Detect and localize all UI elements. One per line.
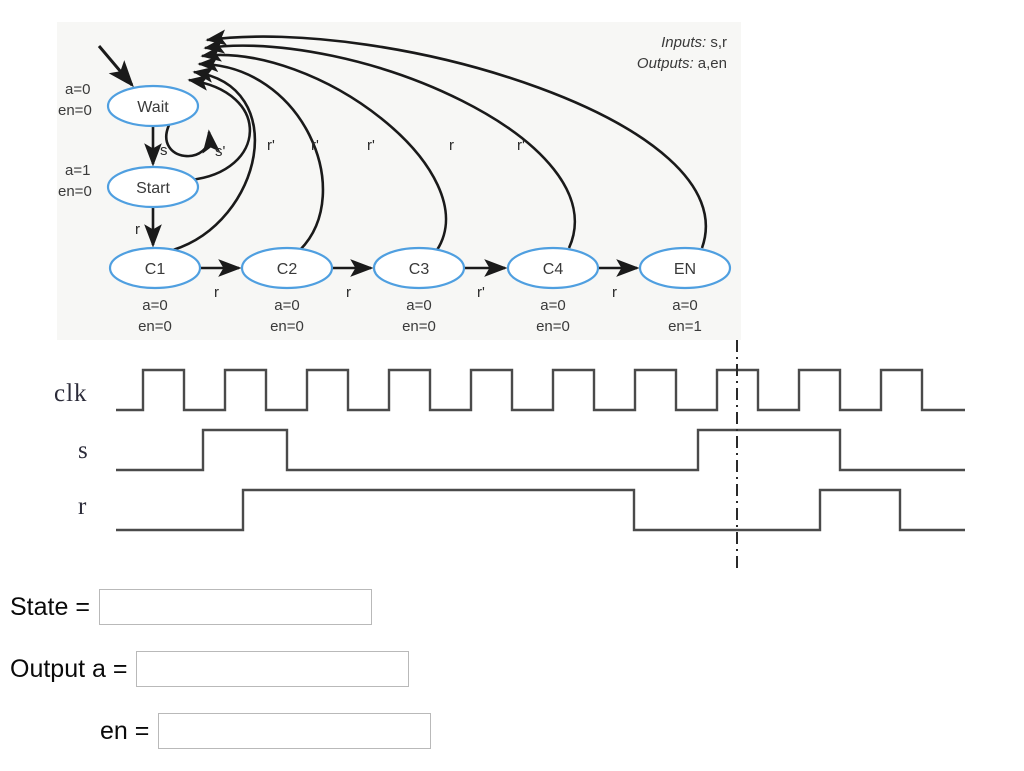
- output-c2-en: en=0: [270, 318, 304, 335]
- output-c3-en: en=0: [402, 318, 436, 335]
- waveform-r: [116, 488, 965, 532]
- inputs-key: Inputs:: [661, 34, 707, 51]
- inputs-line: Inputs: s,r: [637, 32, 727, 53]
- form-row-state: State =: [10, 588, 372, 626]
- state-label-wait: Wait: [137, 99, 169, 116]
- waveform-label-r: r: [78, 493, 88, 520]
- output-c3-a: a=0: [406, 297, 431, 314]
- transition-labels: s s' r r r r' r r' r' r' r r': [135, 137, 617, 301]
- output-wait-a: a=0: [65, 81, 90, 98]
- timing-diagram-svg: [116, 340, 965, 570]
- state-node-c1: [108, 246, 202, 290]
- en-input[interactable]: [158, 713, 432, 749]
- edge-label-c1-to-c2: r: [214, 284, 219, 301]
- form-row-en: en =: [100, 712, 432, 750]
- state-node-c4: [506, 246, 600, 290]
- timing-diagram-figure: [0, 340, 1024, 585]
- state-nodes: [106, 84, 732, 290]
- edge-label-wait-self: s': [215, 143, 226, 160]
- output-a-label: Output a =: [10, 654, 128, 683]
- inputs-value: s,r: [706, 34, 727, 51]
- state-node-en: [638, 246, 732, 290]
- edge-label-return-c3: r: [449, 137, 454, 154]
- io-legend: Inputs: s,r Outputs: a,en: [637, 32, 727, 75]
- answer-form: State = Output a = en =: [0, 588, 1024, 771]
- edge-c1-to-wait: [172, 66, 257, 252]
- outputs-line: Outputs: a,en: [637, 53, 727, 74]
- output-en-a: a=0: [672, 297, 697, 314]
- return-edges: [172, 29, 707, 252]
- output-wait-en: en=0: [58, 102, 92, 119]
- state-output-labels: a=0 en=0 a=1 en=0 a=0 en=0 a=0 en=0 a=0 …: [58, 81, 702, 335]
- state-diagram-svg: Wait Start C1 C2 C3 C4 EN a=0 en=0 a=1 e…: [58, 29, 732, 335]
- state-input[interactable]: [98, 589, 372, 625]
- output-c4-en: en=0: [536, 318, 570, 335]
- edge-c4-to-wait: [203, 37, 577, 249]
- output-c4-a: a=0: [540, 297, 565, 314]
- reset-arrow: [97, 45, 134, 88]
- waveform-clk: [116, 368, 965, 412]
- waveform-label-clk: clk: [54, 380, 88, 407]
- edge-en-to-wait: [205, 29, 707, 249]
- state-node-start: [106, 165, 200, 209]
- state-node-wait: [106, 84, 200, 128]
- state-label-c4: C4: [543, 261, 564, 278]
- state-node-c3: [372, 246, 466, 290]
- state-label-c3: C3: [409, 261, 430, 278]
- state-node-c2: [240, 246, 334, 290]
- state-label-en: EN: [674, 261, 696, 278]
- edge-label-wait-to-start: s: [160, 142, 168, 159]
- output-c1-a: a=0: [142, 297, 167, 314]
- form-row-output-a: Output a =: [10, 650, 410, 688]
- edge-label-return-start: r': [267, 137, 275, 154]
- forward-edges: [144, 125, 640, 277]
- output-start-en: en=0: [58, 183, 92, 200]
- outputs-key: Outputs:: [636, 55, 694, 73]
- edge-wait-self-loop: [165, 124, 221, 158]
- output-c1-en: en=0: [138, 318, 172, 335]
- edge-label-return-c1: r': [311, 137, 319, 154]
- output-a-input[interactable]: [136, 651, 410, 687]
- edge-start-to-wait: [187, 74, 252, 182]
- state-label: State =: [10, 592, 90, 621]
- outputs-value: a,en: [693, 55, 727, 73]
- edge-label-return-c2: r': [367, 137, 375, 154]
- edge-c3-to-wait: [200, 45, 448, 251]
- en-label: en =: [100, 716, 150, 745]
- edge-label-c2-to-c3: r: [346, 284, 351, 301]
- edge-label-return-c4: r': [517, 137, 525, 154]
- edge-label-c3-to-c4: r': [477, 284, 485, 301]
- output-start-a: a=1: [65, 162, 90, 179]
- state-name-labels: Wait Start C1 C2 C3 C4 EN: [136, 99, 696, 278]
- edge-label-c4-to-en: r: [612, 284, 617, 301]
- edge-label-start-to-c1: r: [135, 221, 140, 238]
- output-c2-a: a=0: [274, 297, 299, 314]
- state-label-c2: C2: [277, 261, 298, 278]
- state-label-c1: C1: [145, 261, 166, 278]
- state-label-start: Start: [136, 180, 170, 197]
- waveform-label-s: s: [78, 437, 89, 464]
- waveform-s: [116, 428, 965, 472]
- output-en-en: en=1: [668, 318, 702, 335]
- state-diagram-figure: Wait Start C1 C2 C3 C4 EN a=0 en=0 a=1 e…: [57, 22, 741, 340]
- edge-c2-to-wait: [197, 55, 325, 251]
